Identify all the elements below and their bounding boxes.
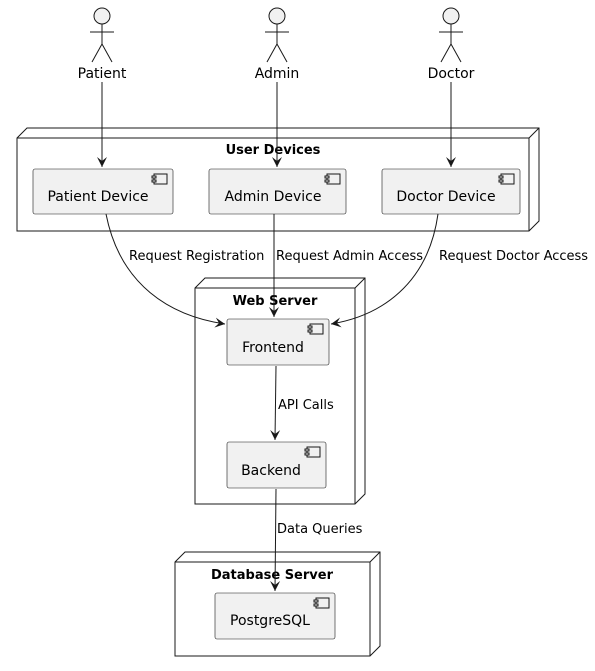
node-database-server-title: Database Server <box>211 568 334 583</box>
actor-patient: Patient <box>78 7 127 82</box>
actor-patient-icon <box>90 7 114 63</box>
actor-doctor-label: Doctor <box>428 66 475 82</box>
component-backend: Backend <box>226 441 327 489</box>
component-doctor-device-label: Doctor Device <box>396 189 495 205</box>
component-icon <box>307 323 324 335</box>
edge-label-request-admin-access: Request Admin Access <box>276 249 423 264</box>
actor-patient-label: Patient <box>78 66 127 82</box>
actor-doctor: Doctor <box>428 7 475 82</box>
node-user-devices-title: User Devices <box>226 143 321 158</box>
component-patient-device: Patient Device <box>32 168 174 215</box>
component-postgresql-label: PostgreSQL <box>230 613 310 629</box>
component-admin-device: Admin Device <box>208 168 347 215</box>
edge-label-request-registration: Request Registration <box>129 249 264 264</box>
actor-admin-label: Admin <box>255 66 300 82</box>
component-frontend-label: Frontend <box>242 340 304 356</box>
edge-request-registration <box>105 213 226 328</box>
component-icon <box>324 173 341 185</box>
node-web-server-title: Web Server <box>233 294 318 309</box>
actor-admin: Admin <box>255 7 300 82</box>
edge-data-queries <box>270 488 281 592</box>
edge-label-request-doctor-access: Request Doctor Access <box>439 249 588 264</box>
component-postgresql: PostgreSQL <box>214 592 336 640</box>
edge-label-api-calls: API Calls <box>278 398 334 413</box>
edge-api-calls <box>270 365 281 441</box>
component-icon <box>151 173 168 185</box>
edge-request-doctor-access <box>330 213 439 328</box>
actor-doctor-icon <box>439 7 463 63</box>
component-frontend: Frontend <box>226 318 330 366</box>
component-backend-label: Backend <box>241 463 301 479</box>
component-icon <box>498 173 515 185</box>
component-admin-device-label: Admin Device <box>225 189 322 205</box>
component-icon <box>313 597 330 609</box>
component-patient-device-label: Patient Device <box>47 189 148 205</box>
component-icon <box>304 446 321 458</box>
component-doctor-device: Doctor Device <box>381 168 521 215</box>
actor-admin-icon <box>265 7 289 63</box>
edge-label-data-queries: Data Queries <box>277 522 363 537</box>
